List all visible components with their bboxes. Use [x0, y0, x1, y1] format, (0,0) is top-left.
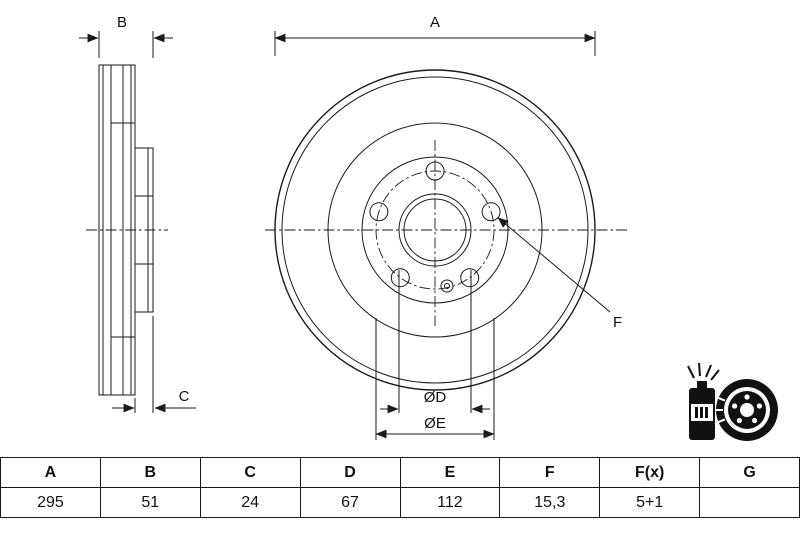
spec-value-e: 112: [399, 487, 501, 518]
spec-header-e: E: [399, 457, 501, 488]
spec-header-row: A B C D E F F(x) G: [0, 457, 800, 488]
spec-header-f: F: [499, 457, 601, 488]
spec-value-g: [699, 487, 800, 518]
dim-label-c: C: [179, 388, 190, 405]
dim-label-d: ØD: [424, 389, 447, 406]
dim-label-f: F: [613, 314, 622, 331]
locating-pin-hole: [440, 279, 454, 293]
spec-header-fx: F(x): [599, 457, 701, 488]
spec-value-b: 51: [99, 487, 201, 518]
spec-header-g: G: [699, 457, 800, 488]
spec-header-a: A: [0, 457, 101, 488]
spray-can-and-brake-disc-icon: [687, 362, 778, 441]
side-view-section: [98, 64, 154, 396]
spec-header-d: D: [299, 457, 401, 488]
spec-value-d: 67: [299, 487, 401, 518]
spec-value-row: 295 51 24 67 112 15,3 5+1: [0, 487, 800, 518]
spec-value-f: 15,3: [499, 487, 601, 518]
dim-label-a: A: [430, 14, 440, 31]
dim-label-b: B: [117, 14, 127, 31]
spec-value-fx: 5+1: [599, 487, 701, 518]
technical-drawing: A B C ØD ØE F: [79, 14, 778, 441]
spec-value-a: 295: [0, 487, 101, 518]
dim-label-e: ØE: [424, 415, 446, 432]
spec-header-c: C: [199, 457, 301, 488]
spec-header-b: B: [99, 457, 201, 488]
bolt-circle-centerline: [375, 170, 495, 290]
spec-value-c: 24: [199, 487, 301, 518]
dimension-labels: A B C ØD ØE F: [117, 14, 622, 432]
spec-table: A B C D E F F(x) G 295 51 24 67 112 15,3…: [0, 457, 800, 518]
dimension-lines: [79, 31, 611, 440]
